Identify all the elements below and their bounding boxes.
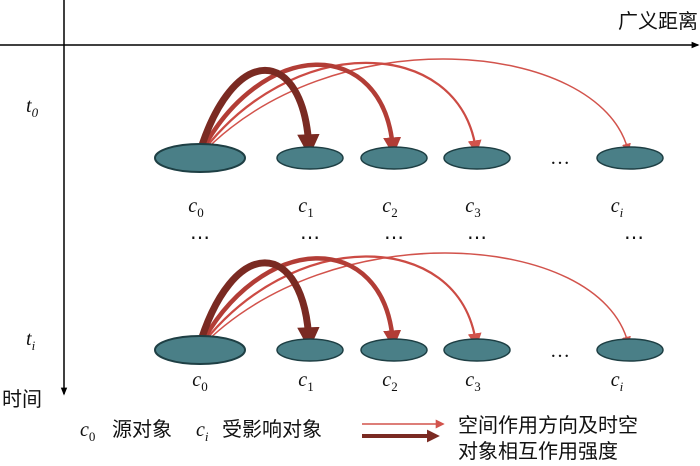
- node-label-ci: ci: [611, 195, 624, 220]
- arrow-c0-to-c3-ti: [197, 255, 482, 351]
- legend: c0 源对象 ci 受影响对象 空间作用方向及时空 对象相互作用强度: [80, 413, 638, 463]
- y-axis-label: 时间: [2, 387, 42, 411]
- dots-col-c2: ⋯: [384, 227, 404, 249]
- time-label-t0: t0: [26, 95, 39, 120]
- node-label-c2-ti: c2: [382, 369, 397, 394]
- node-c1-ti: [276, 338, 344, 362]
- node-label-c0-ti: c0: [192, 369, 207, 394]
- node-label-c2: c2: [382, 195, 397, 220]
- dots-col-c3: ⋯: [467, 227, 487, 249]
- node-c0-source: [154, 143, 246, 173]
- arrow-c0-to-c1-ti: [194, 259, 320, 351]
- arrow-c0-to-c3: [197, 61, 482, 159]
- node-label-c1: c1: [298, 195, 313, 220]
- node-ci-ti: [596, 338, 664, 362]
- node-c2: [360, 146, 428, 170]
- nodes-row-ti: …: [154, 335, 664, 365]
- nodes-row-t0: …: [154, 143, 664, 173]
- dots-col-c0: ⋯: [190, 227, 210, 249]
- node-c3-ti: [443, 338, 511, 362]
- arrow-c0-to-c2: [195, 62, 402, 160]
- legend-source-text: 源对象: [112, 417, 172, 441]
- interaction-arcs-row-t0: [194, 58, 631, 160]
- node-label-c3: c3: [465, 195, 480, 220]
- legend-affected-symbol: ci: [196, 419, 209, 444]
- node-labels-row-t0: c0 c1 c2 c3 ci: [188, 195, 623, 220]
- node-labels-row-ti: c0 c1 c2 c3 ci: [192, 369, 623, 394]
- arrow-c0-to-c2-ti: [196, 256, 402, 352]
- arrow-c0-to-c1: [194, 66, 320, 159]
- row-ellipsis-ti: …: [550, 340, 570, 362]
- node-label-ci-ti: ci: [611, 369, 624, 394]
- node-c1: [276, 146, 344, 170]
- dots-col-c1: ⋯: [300, 227, 320, 249]
- node-c2-ti: [360, 338, 428, 362]
- interaction-arcs-row-ti: [194, 252, 631, 352]
- node-label-c3-ti: c3: [465, 369, 480, 394]
- node-c0-source-ti: [154, 335, 246, 365]
- time-label-ti: ti: [26, 328, 36, 353]
- node-label-c0: c0: [188, 195, 203, 220]
- node-label-c1-ti: c1: [298, 369, 313, 394]
- legend-arrow-text-line1: 空间作用方向及时空: [458, 413, 638, 437]
- arrow-c0-to-ci: [197, 58, 631, 159]
- time-continuation-dots: ⋯ ⋯ ⋯ ⋯ ⋯: [190, 227, 644, 249]
- arrow-c0-to-ci-ti: [197, 252, 631, 351]
- node-ci: [596, 146, 664, 170]
- legend-source-symbol: c0: [80, 419, 95, 444]
- row-ellipsis: …: [550, 147, 570, 169]
- legend-affected-text: 受影响对象: [222, 417, 322, 441]
- legend-arrow-text-line2: 对象相互作用强度: [458, 439, 618, 463]
- x-axis-label: 广义距离: [618, 9, 698, 33]
- dots-col-ci: ⋯: [624, 227, 644, 249]
- node-c3: [443, 146, 511, 170]
